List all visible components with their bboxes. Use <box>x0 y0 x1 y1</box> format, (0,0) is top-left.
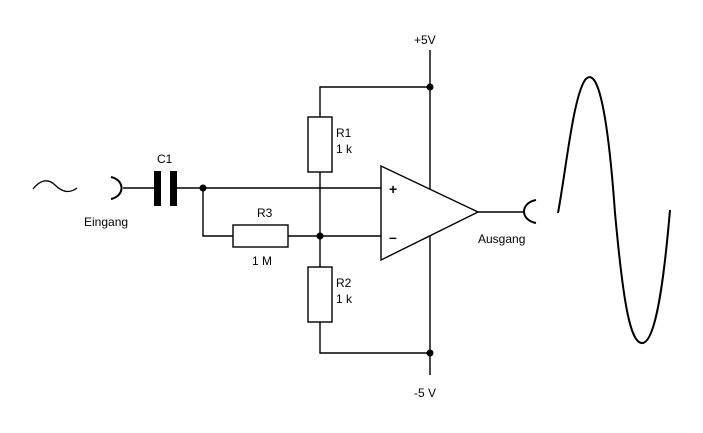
label-output: Ausgang <box>478 232 525 246</box>
c1-plate-right <box>170 171 177 206</box>
r1-top-wire <box>319 86 430 117</box>
label-r3-name: R3 <box>257 206 273 220</box>
output-jack <box>523 199 537 224</box>
junction-negative <box>426 349 434 357</box>
input-sine-icon <box>32 180 78 193</box>
label-r2-value: 1 k <box>336 292 353 306</box>
junction-divider <box>316 232 324 240</box>
r3-resistor <box>232 224 289 248</box>
opamp-triangle <box>380 164 480 262</box>
output-sine-icon <box>557 76 671 344</box>
label-r2-name: R2 <box>336 276 352 290</box>
label-c1: C1 <box>157 152 173 166</box>
input-jack <box>110 176 123 200</box>
opamp-plus-sign: + <box>389 181 397 197</box>
label-negative-supply: -5 V <box>414 386 436 400</box>
label-r1-name: R1 <box>336 126 352 140</box>
label-input: Eingang <box>84 215 128 229</box>
r3-left-wire <box>202 188 233 237</box>
label-positive-supply: +5V <box>414 33 436 47</box>
opamp-minus-sign: – <box>389 229 397 245</box>
label-r3-value: 1 M <box>252 254 272 268</box>
r2-bottom-wire <box>319 322 430 354</box>
label-r1-value: 1 k <box>336 142 353 156</box>
r1-resistor <box>307 116 333 173</box>
c1-plate-left <box>154 171 161 206</box>
junction-positive <box>426 83 434 91</box>
r2-resistor <box>307 266 333 323</box>
